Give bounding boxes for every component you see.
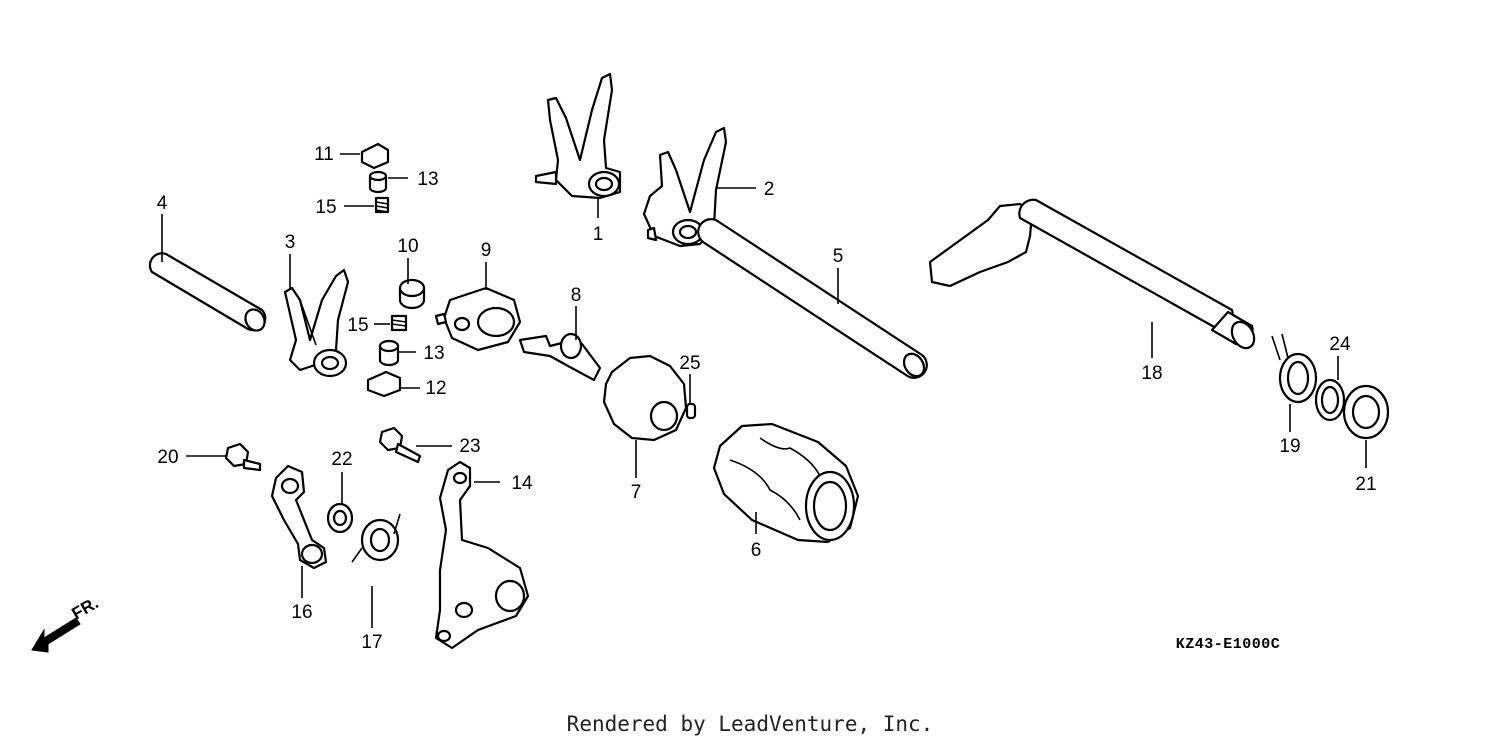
part-shifter-bolt [518, 332, 602, 382]
callout-17: 17 [361, 632, 382, 653]
callout-8: 8 [571, 285, 582, 306]
callout-2: 2 [764, 179, 775, 200]
part-shift-drum [712, 422, 860, 544]
callout-1: 1 [593, 224, 604, 245]
part-shaft-short [148, 252, 267, 332]
callout-16: 16 [291, 602, 312, 623]
callout-labels: 1 2 3 4 5 6 7 8 9 10 11 12 13 13 14 15 1… [157, 144, 1377, 653]
callout-10: 10 [397, 236, 418, 257]
part-drum-plate [602, 354, 688, 442]
callout-11: 11 [314, 144, 334, 165]
leader-lines [161, 153, 1367, 628]
callout-13-lower: 13 [423, 343, 444, 364]
part-spring-upper [374, 196, 390, 214]
callout-24: 24 [1329, 334, 1351, 355]
part-return-spring [1271, 333, 1318, 404]
callout-14: 14 [511, 473, 533, 494]
part-flange-bolt [224, 442, 262, 472]
part-dowel-pin [685, 402, 697, 420]
callout-19: 19 [1279, 436, 1300, 457]
part-drum-center [434, 286, 522, 352]
part-spindle-collar [1314, 378, 1346, 422]
callout-15-lower: 15 [347, 315, 368, 336]
part-stopper-upper [360, 142, 390, 170]
callout-25: 25 [679, 353, 700, 374]
callout-13-upper: 13 [417, 169, 438, 190]
callout-3: 3 [285, 232, 296, 253]
part-shaft-long [697, 218, 928, 379]
part-shift-fork-left [283, 268, 350, 378]
callout-21: 21 [1355, 474, 1376, 495]
callout-7: 7 [631, 482, 642, 503]
callout-6: 6 [751, 540, 762, 561]
callout-9: 9 [481, 240, 492, 261]
callout-18: 18 [1141, 363, 1162, 384]
callout-5: 5 [833, 246, 844, 267]
part-cap [398, 278, 426, 310]
part-stopper-arm [270, 464, 328, 570]
part-pan-bolt [378, 426, 422, 464]
part-washer [326, 502, 354, 534]
callout-23: 23 [459, 436, 480, 457]
part-collar-upper [368, 170, 388, 194]
front-direction-arrow: FR. [31, 593, 102, 653]
callout-15-upper: 15 [315, 197, 336, 218]
part-stopper-spring [351, 513, 401, 563]
render-credit-footer: Rendered by LeadVenture, Inc. [566, 712, 934, 736]
callout-12: 12 [425, 378, 446, 399]
part-oil-seal [1342, 384, 1390, 440]
part-gearshift-spindle [928, 198, 1256, 350]
callout-20: 20 [157, 447, 178, 468]
callout-4: 4 [157, 193, 168, 214]
drawing-code: KZ43-E1000C [1176, 636, 1281, 653]
part-shift-fork-center [642, 126, 728, 248]
part-collar-lower [378, 339, 400, 367]
callout-22: 22 [331, 449, 352, 470]
part-guide-plate [434, 460, 530, 650]
part-shift-fork-top [534, 72, 622, 200]
direction-label: FR. [69, 593, 102, 623]
part-stopper-lower [366, 370, 402, 398]
part-spring-lower [390, 314, 408, 332]
